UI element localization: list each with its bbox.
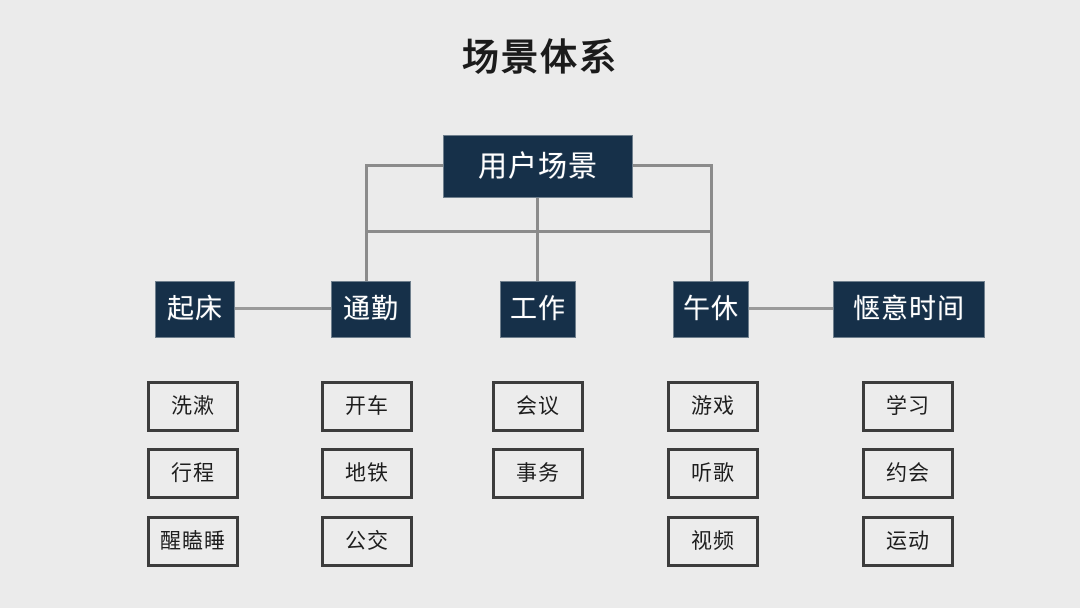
connector-left-vertical	[365, 164, 368, 281]
connector-horizontal-bus	[365, 230, 713, 233]
leaf-leisure-3[interactable]: 运动	[862, 516, 954, 567]
node-branch-work[interactable]: 工作	[500, 281, 576, 338]
leaf-leisure-2[interactable]: 约会	[862, 448, 954, 499]
page-title: 场景体系	[462, 36, 618, 79]
connector-lunchbreak-leisure	[749, 307, 833, 310]
node-branch-wakeup[interactable]: 起床	[155, 281, 235, 338]
connector-wakeup-commute	[235, 307, 331, 310]
connector-right-vertical	[710, 164, 713, 281]
connector-root-left-horizontal	[365, 164, 445, 167]
leaf-commute-2[interactable]: 地铁	[321, 448, 413, 499]
leaf-work-1[interactable]: 会议	[492, 381, 584, 432]
leaf-commute-1[interactable]: 开车	[321, 381, 413, 432]
leaf-leisure-1[interactable]: 学习	[862, 381, 954, 432]
leaf-lunchbreak-1[interactable]: 游戏	[667, 381, 759, 432]
leaf-commute-3[interactable]: 公交	[321, 516, 413, 567]
leaf-wakeup-3[interactable]: 醒瞌睡	[147, 516, 239, 567]
node-branch-leisure[interactable]: 惬意时间	[833, 281, 985, 338]
leaf-wakeup-1[interactable]: 洗漱	[147, 381, 239, 432]
connector-root-right-horizontal	[632, 164, 713, 167]
leaf-lunchbreak-3[interactable]: 视频	[667, 516, 759, 567]
node-root[interactable]: 用户场景	[443, 135, 633, 198]
connector-center-vertical	[536, 197, 539, 281]
leaf-wakeup-2[interactable]: 行程	[147, 448, 239, 499]
node-branch-commute[interactable]: 通勤	[331, 281, 411, 338]
node-branch-lunchbreak[interactable]: 午休	[673, 281, 749, 338]
leaf-lunchbreak-2[interactable]: 听歌	[667, 448, 759, 499]
leaf-work-2[interactable]: 事务	[492, 448, 584, 499]
